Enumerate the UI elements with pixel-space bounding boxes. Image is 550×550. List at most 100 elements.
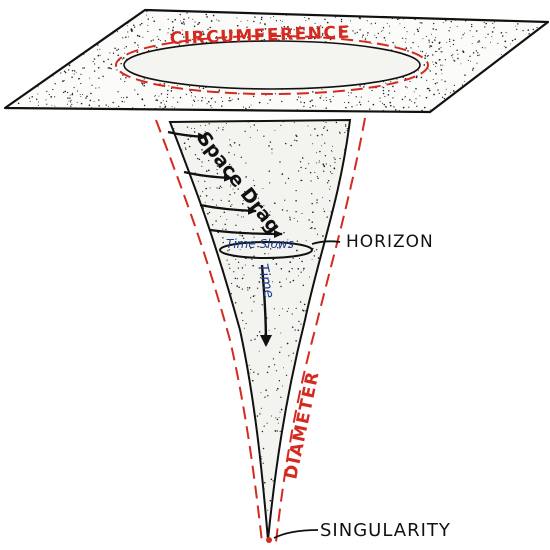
stipple-dot bbox=[228, 352, 230, 355]
stipple-dot bbox=[176, 32, 177, 34]
stipple-dot bbox=[166, 544, 167, 545]
stipple-dot bbox=[411, 100, 413, 102]
stipple-dot bbox=[238, 528, 241, 531]
stipple-dot bbox=[304, 17, 306, 18]
stipple-dot bbox=[188, 269, 190, 271]
stipple-dot bbox=[247, 489, 249, 491]
stipple-dot bbox=[162, 214, 163, 215]
stipple-dot bbox=[313, 462, 315, 464]
stipple-dot bbox=[409, 99, 411, 101]
stipple-dot bbox=[161, 356, 162, 357]
stipple-dot bbox=[203, 499, 205, 501]
stipple-dot bbox=[168, 322, 169, 323]
stipple-dot bbox=[326, 365, 328, 367]
stipple-dot bbox=[340, 508, 342, 511]
stipple-dot bbox=[318, 473, 321, 476]
stipple-dot bbox=[359, 191, 360, 192]
stipple-dot bbox=[416, 28, 419, 31]
stipple-dot bbox=[251, 459, 254, 461]
stipple-dot bbox=[352, 284, 353, 285]
stipple-dot bbox=[349, 333, 350, 335]
stipple-dot bbox=[316, 199, 318, 201]
stipple-dot bbox=[334, 289, 337, 291]
stipple-dot bbox=[216, 172, 219, 175]
stipple-dot bbox=[316, 407, 318, 410]
stipple-dot bbox=[51, 65, 53, 68]
stipple-dot bbox=[524, 73, 526, 75]
stipple-dot bbox=[280, 268, 283, 270]
stipple-dot bbox=[335, 490, 337, 492]
stipple-dot bbox=[42, 49, 44, 51]
stipple-dot bbox=[291, 397, 294, 399]
stipple-dot bbox=[528, 103, 530, 106]
stipple-dot bbox=[321, 34, 324, 36]
stipple-dot bbox=[164, 541, 165, 542]
stipple-dot bbox=[210, 459, 213, 461]
stipple-dot bbox=[10, 31, 12, 33]
stipple-dot bbox=[321, 277, 323, 280]
stipple-dot bbox=[179, 13, 181, 16]
stipple-dot bbox=[311, 466, 313, 468]
stipple-dot bbox=[253, 124, 256, 126]
stipple-dot bbox=[167, 298, 168, 299]
stipple-dot bbox=[348, 302, 350, 305]
stipple-dot bbox=[348, 266, 350, 269]
stipple-dot bbox=[449, 38, 451, 40]
stipple-dot bbox=[229, 194, 231, 196]
stipple-dot bbox=[191, 368, 194, 371]
stipple-dot bbox=[77, 33, 79, 35]
stipple-dot bbox=[225, 356, 228, 359]
stipple-dot bbox=[342, 289, 344, 291]
stipple-dot bbox=[126, 25, 128, 27]
stipple-dot bbox=[323, 400, 325, 402]
stipple-dot bbox=[281, 209, 284, 211]
stipple-dot bbox=[349, 276, 350, 279]
stipple-dot bbox=[207, 28, 209, 30]
stipple-dot bbox=[262, 32, 264, 34]
stipple-dot bbox=[27, 37, 29, 39]
stipple-dot bbox=[184, 507, 186, 509]
stipple-dot bbox=[94, 25, 96, 27]
stipple-dot bbox=[294, 371, 297, 374]
stipple-dot bbox=[323, 170, 325, 172]
stipple-dot bbox=[21, 82, 24, 84]
stipple-dot bbox=[183, 251, 185, 253]
stipple-dot bbox=[200, 373, 202, 375]
stipple-dot bbox=[64, 13, 66, 15]
stipple-dot bbox=[333, 306, 335, 308]
stipple-dot bbox=[274, 129, 276, 131]
stipple-dot bbox=[209, 187, 211, 189]
stipple-dot bbox=[271, 148, 273, 150]
stipple-dot bbox=[163, 118, 164, 119]
stipple-dot bbox=[281, 26, 283, 28]
stipple-dot bbox=[267, 341, 269, 343]
stipple-dot bbox=[336, 333, 338, 335]
stipple-dot bbox=[295, 26, 298, 29]
stipple-dot bbox=[209, 32, 212, 34]
stipple-dot bbox=[420, 76, 423, 79]
stipple-dot bbox=[200, 298, 203, 300]
stipple-dot bbox=[194, 96, 196, 98]
stipple-dot bbox=[357, 510, 358, 511]
stipple-dot bbox=[206, 103, 208, 105]
stipple-dot bbox=[544, 73, 547, 75]
stipple-dot bbox=[183, 333, 186, 336]
stipple-dot bbox=[295, 509, 297, 512]
stipple-dot bbox=[299, 25, 301, 28]
stipple-dot bbox=[198, 378, 201, 380]
stipple-dot bbox=[236, 285, 238, 287]
stipple-dot bbox=[52, 75, 54, 77]
stipple-dot bbox=[308, 310, 310, 312]
stipple-dot bbox=[35, 23, 38, 25]
stipple-dot bbox=[195, 211, 197, 213]
stipple-dot bbox=[107, 67, 110, 69]
stipple-dot bbox=[511, 39, 514, 42]
stipple-dot bbox=[297, 502, 299, 504]
stipple-dot bbox=[191, 534, 193, 536]
stipple-dot bbox=[523, 88, 525, 91]
stipple-dot bbox=[231, 31, 233, 33]
stipple-dot bbox=[117, 54, 119, 57]
stipple-dot bbox=[174, 154, 177, 157]
stipple-dot bbox=[135, 13, 137, 15]
stipple-dot bbox=[334, 225, 336, 227]
